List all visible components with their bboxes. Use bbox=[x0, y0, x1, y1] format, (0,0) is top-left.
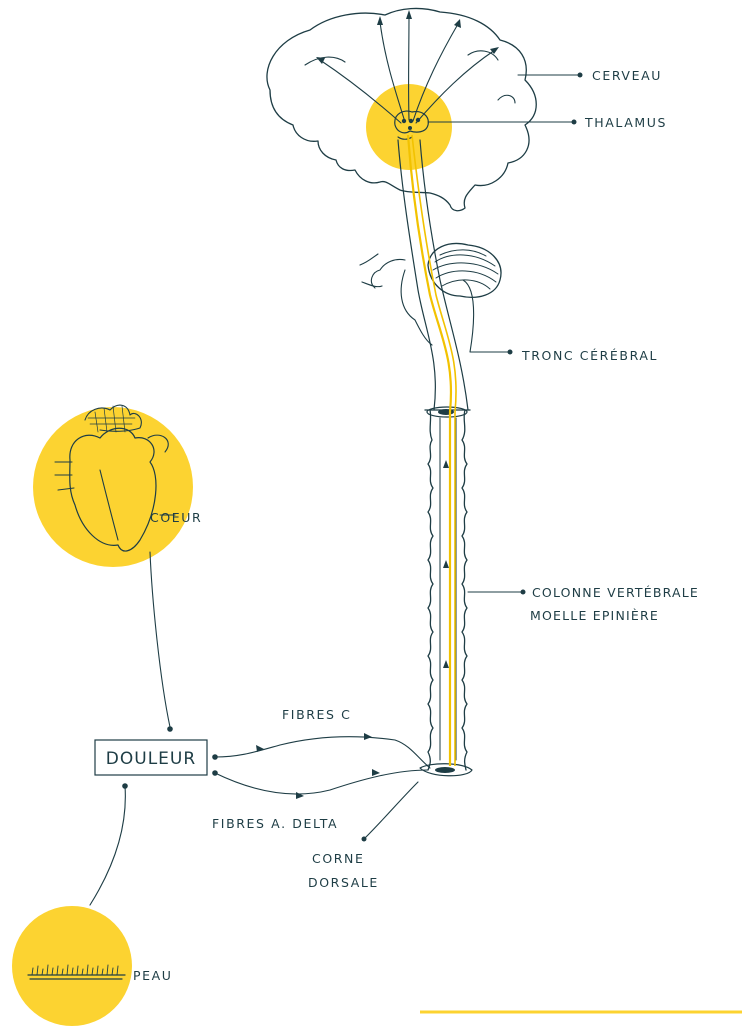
label-tronc-cerebral: TRONC CÉRÉBRAL bbox=[521, 348, 658, 363]
label-cerveau: CERVEAU bbox=[592, 68, 662, 83]
label-corne: CORNE bbox=[312, 851, 365, 866]
brainstem-drawing bbox=[360, 140, 513, 410]
spine-icon bbox=[408, 135, 472, 776]
cerebellum-icon bbox=[428, 244, 501, 298]
corne-dorsale-pointer bbox=[365, 782, 418, 838]
fibres-a-delta-path bbox=[215, 770, 428, 794]
label-moelle-epiniere: MOELLE EPINIÈRE bbox=[530, 608, 659, 623]
label-coeur: COEUR bbox=[150, 510, 202, 525]
label-colonne-vertebrale: COLONNE VERTÉBRALE bbox=[532, 585, 699, 600]
label-thalamus: THALAMUS bbox=[584, 115, 667, 130]
fibres-c-path bbox=[215, 737, 430, 768]
label-peau: PEAU bbox=[133, 968, 173, 983]
skin-highlight bbox=[12, 906, 132, 1026]
label-fibres-a-delta: FIBRES A. DELTA bbox=[212, 816, 338, 831]
label-dorsale: DORSALE bbox=[308, 875, 379, 890]
skin-connector bbox=[90, 786, 125, 905]
label-fibres-c: FIBRES C bbox=[282, 707, 351, 722]
heart-connector bbox=[150, 552, 170, 727]
label-douleur: DOULEUR bbox=[106, 749, 196, 769]
